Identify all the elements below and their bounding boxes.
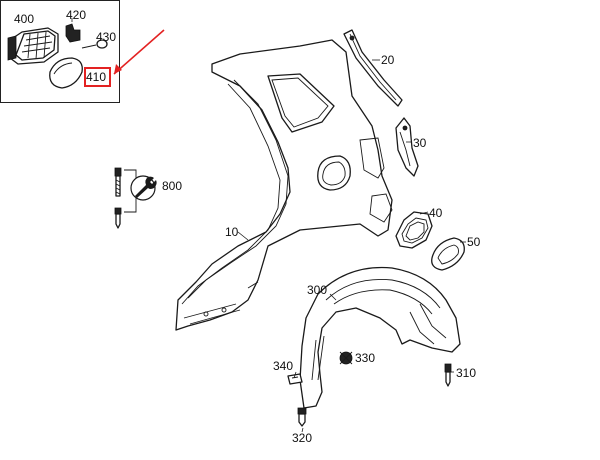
part-420-clip bbox=[65, 18, 81, 43]
wrench-icon bbox=[130, 175, 157, 201]
part-330-clip bbox=[339, 351, 353, 365]
callout-420: 420 bbox=[66, 8, 87, 22]
part-40-filler-surround bbox=[395, 211, 433, 249]
highlight-box-410 bbox=[84, 67, 111, 87]
part-800-bolts bbox=[114, 167, 137, 229]
red-pointer-arrow bbox=[113, 29, 165, 75]
part-410-fuel-flap bbox=[49, 57, 83, 89]
callout-340: 340 bbox=[273, 359, 294, 373]
callout-330: 330 bbox=[355, 351, 376, 365]
callout-410: 410 bbox=[86, 70, 107, 84]
callout-50: 50 bbox=[467, 235, 481, 249]
callout-310: 310 bbox=[456, 366, 477, 380]
part-400-filler-housing bbox=[7, 27, 59, 65]
callout-20: 20 bbox=[381, 53, 395, 67]
part-30-bracket bbox=[395, 117, 419, 177]
callout-800: 800 bbox=[162, 179, 183, 193]
callout-430: 430 bbox=[96, 30, 117, 44]
part-10-side-panel bbox=[175, 39, 393, 331]
part-430-pin bbox=[81, 39, 108, 49]
callout-300: 300 bbox=[307, 283, 328, 297]
part-320-screw bbox=[297, 407, 307, 427]
callout-10: 10 bbox=[225, 225, 239, 239]
callout-40: 40 bbox=[429, 206, 443, 220]
part-50-fuel-flap bbox=[431, 237, 465, 271]
part-310-screw bbox=[444, 363, 452, 387]
part-300-wheel-liner bbox=[299, 266, 461, 409]
callout-30: 30 bbox=[413, 136, 427, 150]
part-20-strip bbox=[343, 29, 403, 107]
leader-lines bbox=[237, 59, 466, 433]
callout-400: 400 bbox=[14, 12, 35, 26]
callout-320: 320 bbox=[292, 431, 313, 445]
part-340-clip bbox=[287, 373, 303, 385]
